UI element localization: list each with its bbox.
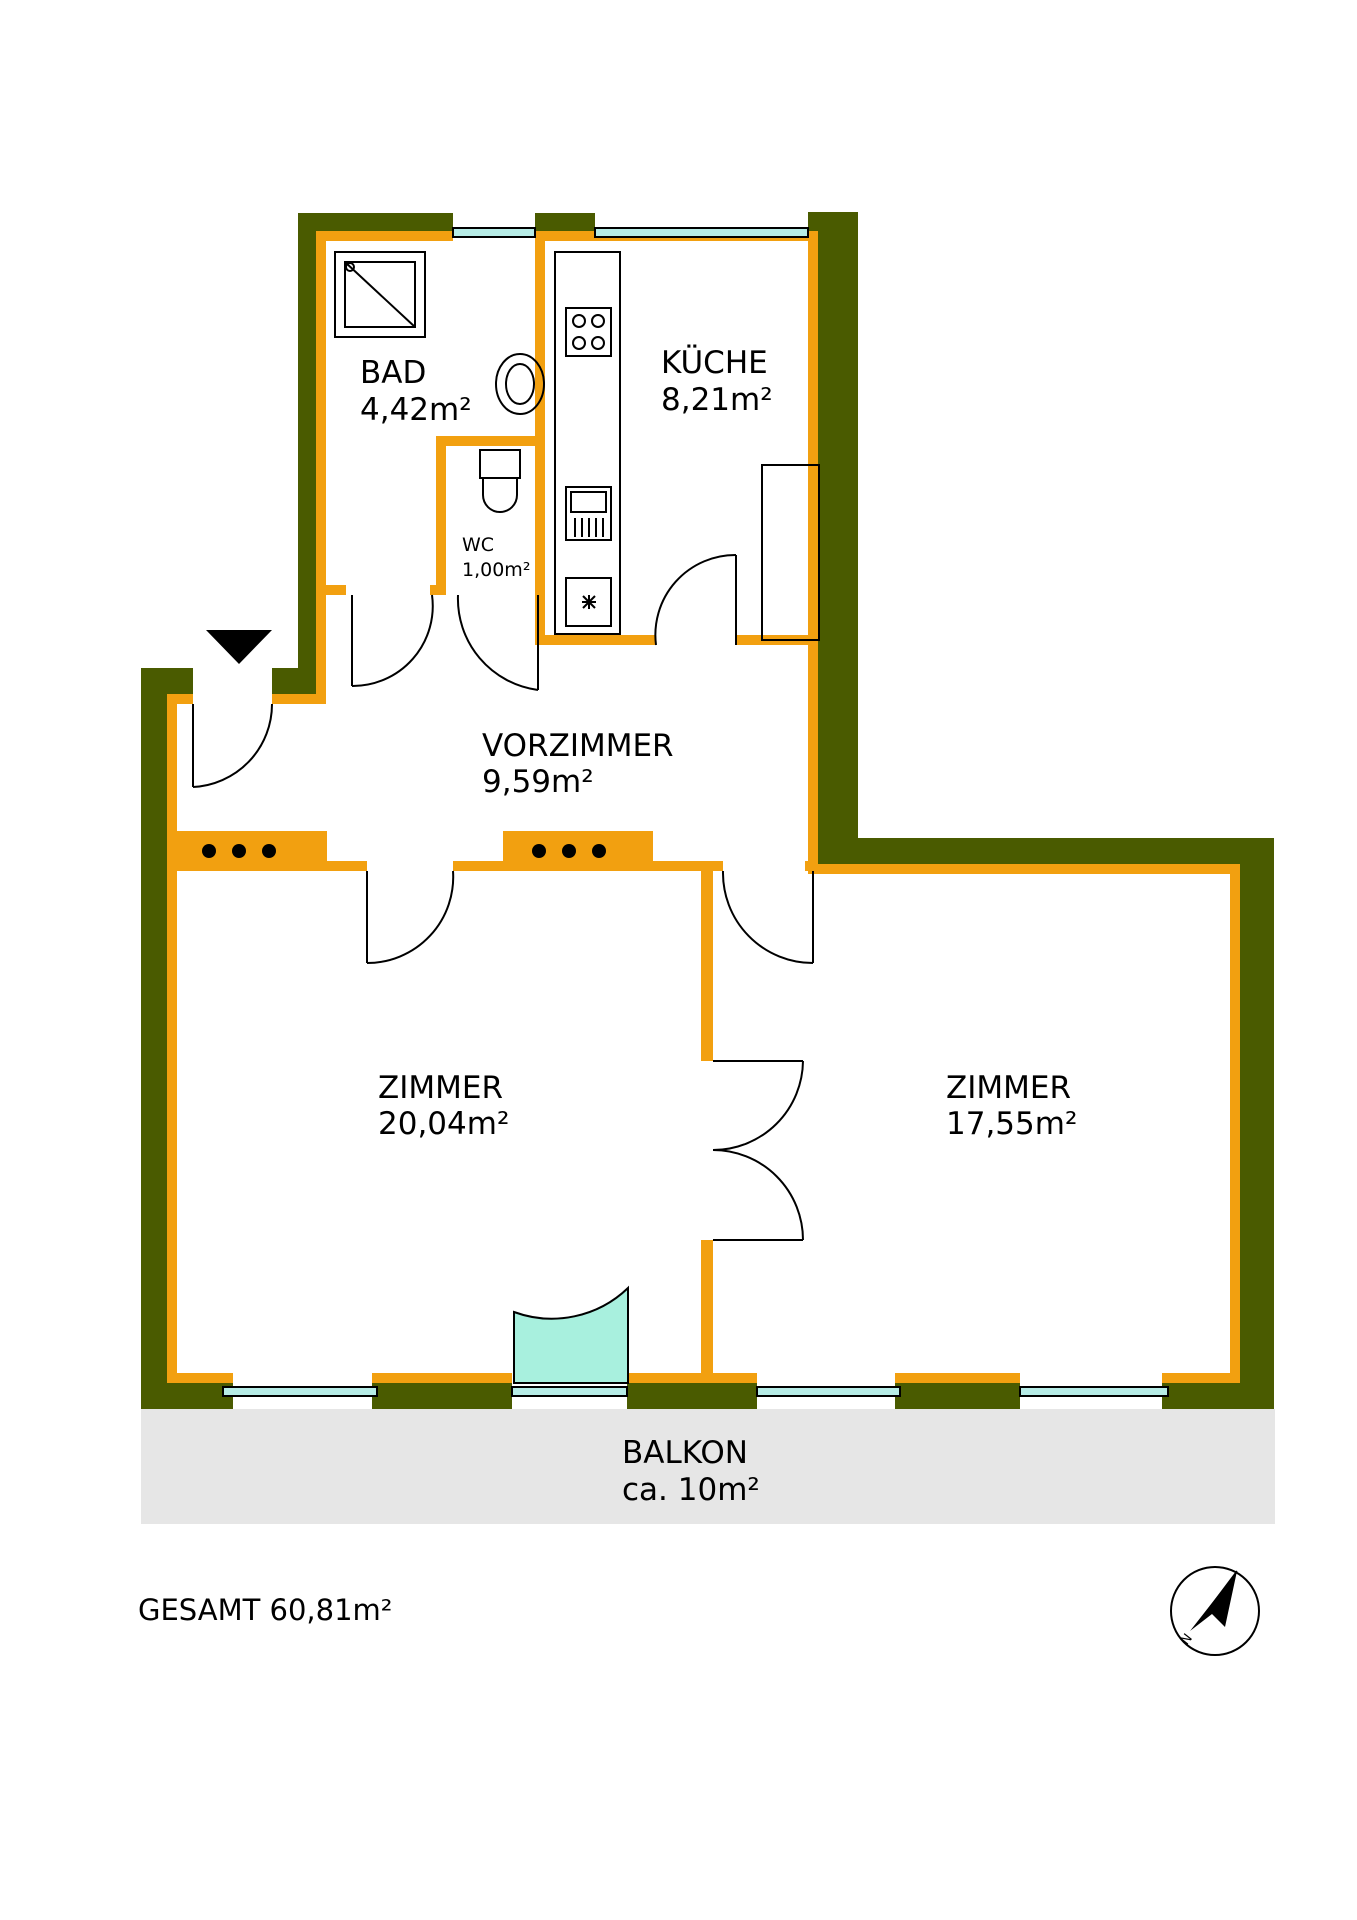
balcony-area (141, 1409, 1275, 1524)
window-zimmer2-right (1019, 1386, 1169, 1397)
label-bad-name: BAD (360, 355, 426, 391)
label-zimmer1-name: ZIMMER (378, 1070, 503, 1106)
window-zimmer2-left (756, 1386, 901, 1397)
stove-icon (565, 307, 612, 357)
label-zimmer2-name: ZIMMER (946, 1070, 1071, 1106)
label-kueche-area: 8,21m² (661, 382, 773, 418)
label-bad-area: 4,42m² (360, 392, 472, 428)
label-wc-area: 1,00m² (462, 559, 530, 581)
window-zimmer1-door (511, 1386, 628, 1397)
total-area: GESAMT 60,81m² (138, 1593, 392, 1627)
inner-walls (167, 231, 1240, 1383)
sink-icon (565, 486, 612, 541)
north-letter: N (1178, 1631, 1196, 1648)
north-arrow-icon: N (1170, 1566, 1260, 1656)
door-swings (192, 553, 814, 1241)
shower-icon (334, 251, 426, 338)
label-vorzimmer-name: VORZIMMER (482, 728, 674, 764)
kitchen-cabinet (761, 464, 820, 641)
kitchen-counter (554, 251, 621, 635)
label-zimmer2-area: 17,55m² (946, 1106, 1077, 1142)
window-kueche (594, 227, 809, 238)
windows (222, 227, 1169, 1397)
entrance-triangle-icon (206, 630, 272, 664)
chimney-dots (202, 844, 606, 858)
window-bad (452, 227, 536, 238)
balcony-door (513, 1285, 629, 1384)
window-zimmer1-left (222, 1386, 378, 1397)
label-balkon-area: ca. 10m² (622, 1472, 760, 1508)
fridge-icon (565, 577, 612, 627)
label-kueche-name: KÜCHE (661, 344, 768, 381)
label-vorzimmer-area: 9,59m² (482, 764, 594, 800)
fixtures (334, 251, 820, 641)
label-wc-name: WC (462, 534, 494, 556)
label-balkon-name: BALKON (622, 1435, 748, 1471)
label-zimmer1-area: 20,04m² (378, 1106, 509, 1142)
washbasin-icon (495, 353, 545, 415)
toilet-icon (479, 449, 521, 513)
